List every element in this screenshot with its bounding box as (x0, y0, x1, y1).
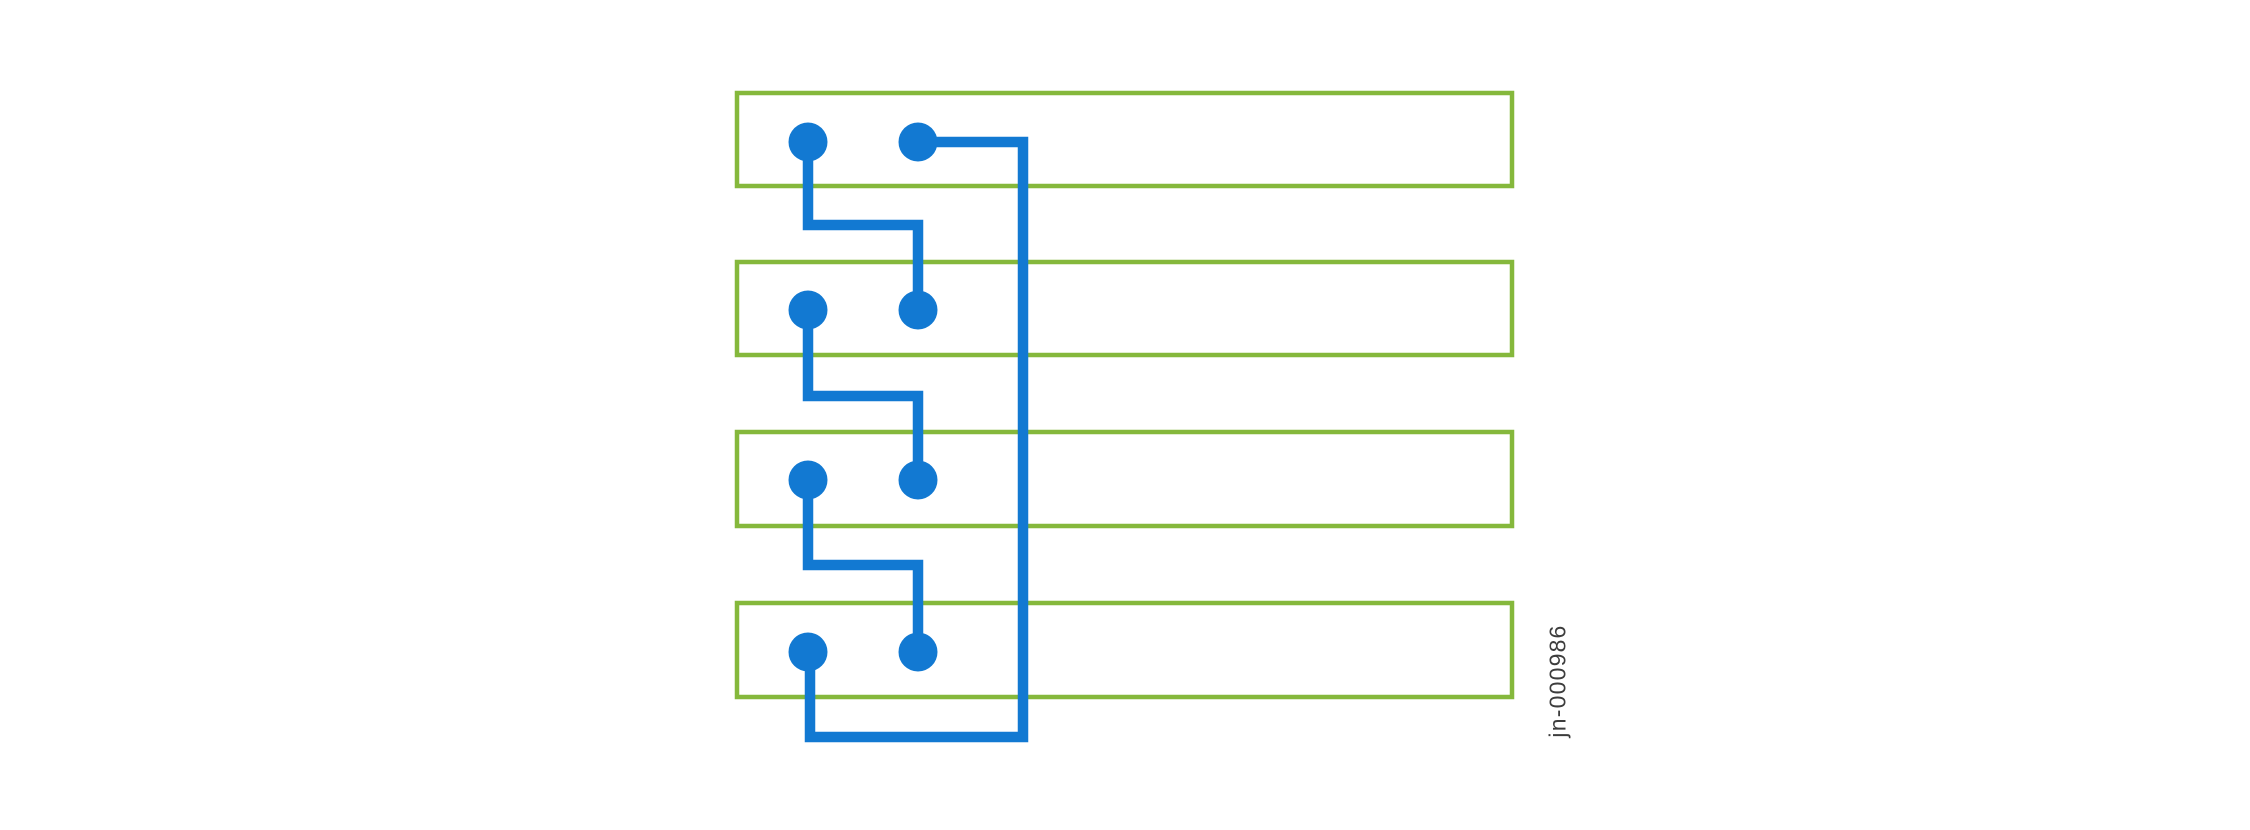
cable-device3-to-device4 (802, 480, 924, 652)
device-2-port-1 (788, 290, 828, 330)
device-2-outline (734, 259, 1515, 358)
device-4-outline (734, 600, 1515, 700)
device-2-port-2 (898, 290, 938, 330)
device-1-port-2 (898, 122, 938, 162)
device-3-port-1 (788, 460, 828, 500)
cable-device1-to-device2 (802, 142, 924, 310)
device-3-outline (734, 429, 1515, 529)
cable-device2-to-device3 (802, 310, 924, 480)
device-3-port-2 (898, 460, 938, 500)
device-1-port-1 (788, 122, 828, 162)
device-4-port-1 (788, 632, 828, 672)
cable-loopback-device1-to-device4 (804, 136, 1029, 743)
device-1-outline (734, 90, 1515, 189)
device-4-port-2 (898, 632, 938, 672)
figure-id-label: jn-000986 (1544, 624, 1571, 738)
